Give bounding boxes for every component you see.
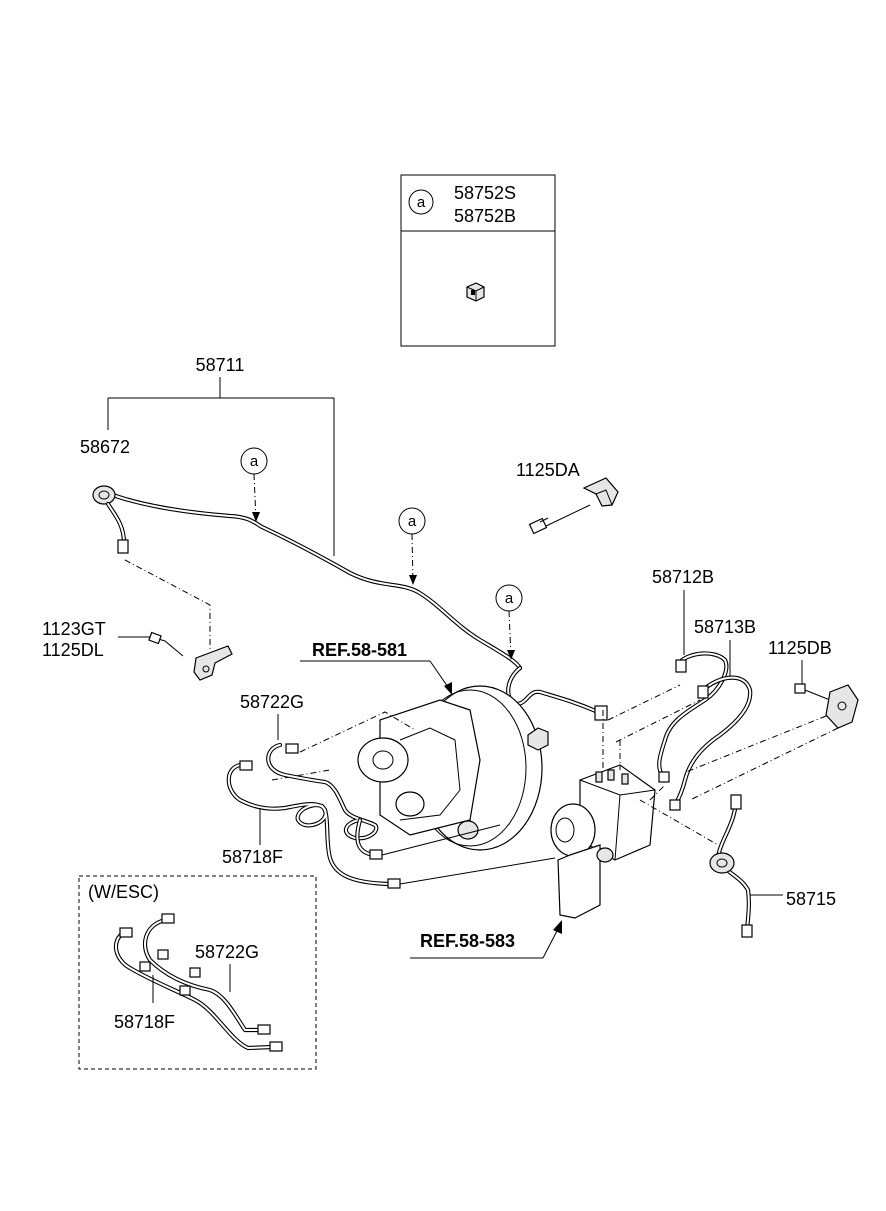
legend-part-58752S: 58752S bbox=[454, 183, 516, 203]
hydraulic-unit bbox=[550, 764, 656, 919]
flare-nut-right bbox=[594, 705, 608, 721]
label-58713B: 58713B bbox=[694, 617, 756, 637]
svg-text:a: a bbox=[505, 590, 514, 607]
bracket-1125DB: 1125DB bbox=[685, 638, 859, 801]
brake-pipe-clip-icon bbox=[466, 282, 485, 302]
label-1123GT: 1123GT bbox=[42, 619, 106, 639]
svg-text:a: a bbox=[250, 453, 259, 470]
grommet-58672 bbox=[92, 485, 116, 505]
esc-label-58718F: 58718F bbox=[114, 1012, 175, 1032]
clip-marker-1: a bbox=[240, 447, 268, 522]
esc-variant-box: (W/ESC) 58722G 58718F bbox=[78, 875, 317, 1070]
label-58715: 58715 bbox=[786, 889, 836, 909]
label-1125DB: 1125DB bbox=[768, 638, 832, 658]
clip-legend-box: a 58752S 58752B bbox=[400, 174, 556, 347]
ref-58-583-callout: REF.58-583 bbox=[410, 920, 562, 959]
label-ref-58-581: REF.58-581 bbox=[312, 640, 407, 660]
esc-title: (W/ESC) bbox=[88, 882, 159, 902]
brake-lines-58712B-58713B: 58712B 58713B bbox=[602, 567, 756, 811]
label-58672: 58672 bbox=[80, 437, 130, 457]
legend-symbol-circle bbox=[408, 189, 434, 215]
label-58722G: 58722G bbox=[240, 692, 304, 712]
brake-lines-58722G-58718F: 58722G 58718F bbox=[222, 692, 556, 889]
bolt-1123GT bbox=[148, 631, 162, 645]
brake-booster-assembly bbox=[357, 685, 549, 851]
legend-symbol: a bbox=[417, 194, 426, 211]
clip-marker-2: a bbox=[398, 507, 426, 585]
svg-text:a: a bbox=[408, 513, 417, 530]
esc-label-58722G: 58722G bbox=[195, 942, 259, 962]
brake-hose-58715: 58715 bbox=[639, 794, 836, 938]
label-ref-58-583: REF.58-583 bbox=[420, 931, 515, 951]
ref-58-581-callout: REF.58-581 bbox=[300, 640, 452, 695]
label-58711: 58711 bbox=[196, 355, 245, 375]
main-brake-line-58711 bbox=[92, 485, 608, 721]
clip-marker-3: a bbox=[495, 584, 523, 660]
label-1125DA: 1125DA bbox=[516, 460, 580, 480]
label-58712B: 58712B bbox=[652, 567, 714, 587]
label-58718F: 58718F bbox=[222, 847, 283, 867]
legend-part-58752B: 58752B bbox=[454, 206, 516, 226]
bolt-and-bracket-1125DA: 1125DA bbox=[516, 460, 619, 535]
mounting-bracket-left: 1123GT 1125DL bbox=[42, 559, 233, 681]
assembly-bracket-58711: 58711 bbox=[107, 355, 335, 556]
flare-nut-left bbox=[117, 539, 129, 554]
label-1125DL: 1125DL bbox=[42, 640, 104, 660]
